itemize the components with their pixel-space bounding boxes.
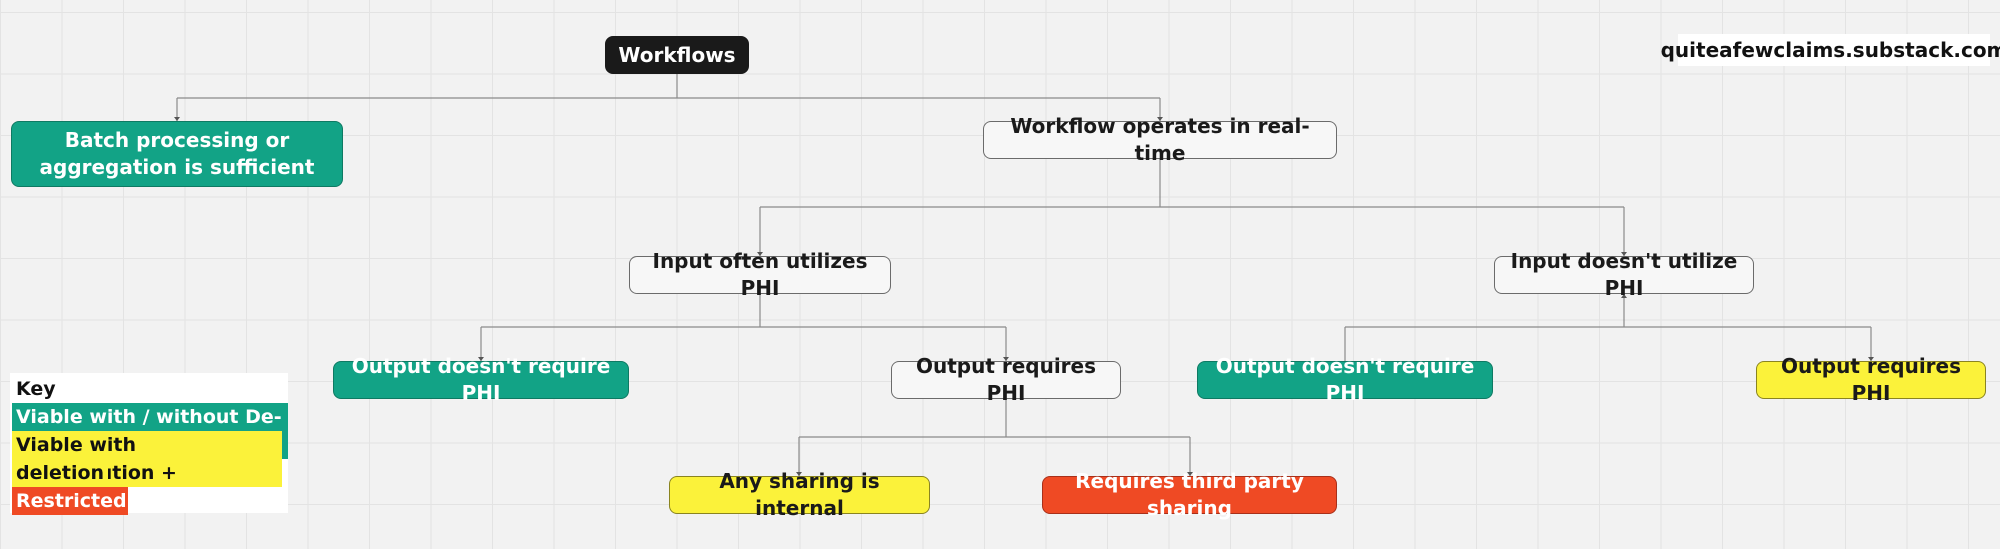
- arrow-to-out-phi-left: [1003, 357, 1009, 361]
- credit-label: quiteafewclaims.substack.com: [1661, 34, 2000, 66]
- node-workflows: Workflows: [605, 36, 749, 74]
- arrow-to-internal: [796, 472, 802, 476]
- node-input-no-phi: Input doesn't utilize PHI: [1494, 249, 1754, 300]
- node-real-time: Workflow operates in real-time: [983, 114, 1337, 165]
- arrow-into-input-no-phi: [1621, 294, 1627, 298]
- node-output-no-phi-right: Output doesn't require PHI: [1197, 354, 1493, 405]
- node-output-requires-phi-right: Output requires PHI: [1756, 354, 1986, 405]
- node-output-requires-phi-left: Output requires PHI: [891, 354, 1121, 405]
- legend-item-yellow-cont: deletion: [12, 459, 109, 487]
- arrow-to-out-phi-right: [1868, 357, 1874, 361]
- arrow-to-realtime: [1157, 117, 1163, 121]
- arrow-to-out-no-phi-left: [478, 357, 484, 361]
- node-input-often-phi: Input often utilizes PHI: [629, 249, 891, 300]
- arrow-to-batch: [174, 117, 180, 121]
- legend-title: Key: [16, 378, 56, 400]
- arrow-to-input-no-phi: [1621, 252, 1627, 256]
- legend-key: Key Viable with / without De-ID Viable w…: [10, 373, 288, 515]
- node-batch-processing: Batch processing or aggregation is suffi…: [11, 121, 343, 187]
- node-sharing-internal: Any sharing is internal: [669, 469, 930, 520]
- legend-item-red: Restricted: [12, 487, 128, 515]
- node-output-no-phi-left: Output doesn't require PHI: [333, 354, 629, 405]
- node-third-party-sharing: Requires third party sharing: [1042, 469, 1337, 520]
- arrow-to-third-party: [1187, 472, 1193, 476]
- arrow-to-input-phi: [757, 252, 763, 256]
